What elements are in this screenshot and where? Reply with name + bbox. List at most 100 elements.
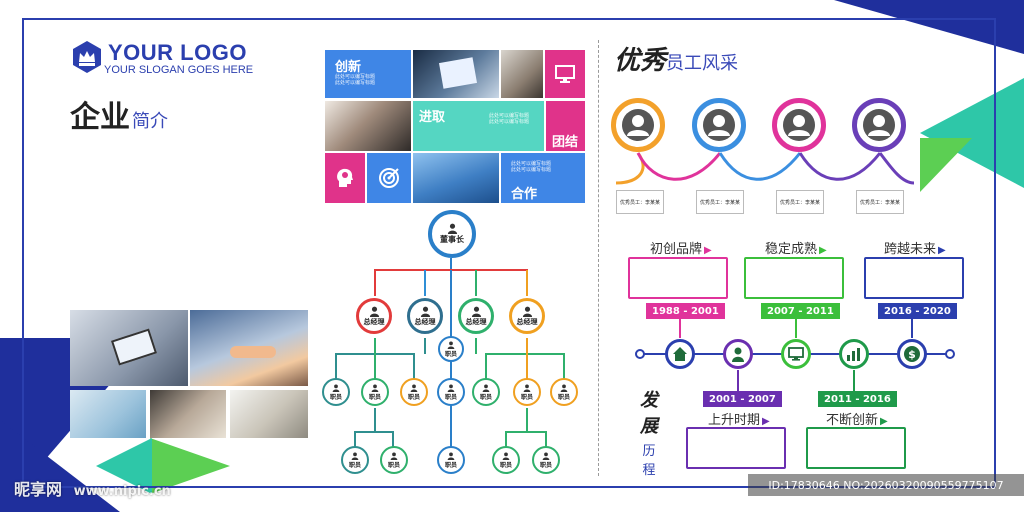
timeline-node (839, 339, 869, 369)
org-node-staff-label: 职员 (479, 393, 492, 401)
person-icon (542, 451, 550, 460)
watermark-brand-text: 昵享网 (14, 480, 63, 499)
timeline-label-text: 跨越未来 (884, 242, 937, 257)
person-icon (523, 383, 531, 392)
org-node-staff-label: 职员 (407, 393, 420, 401)
org-node-staff: 职员 (400, 378, 428, 406)
org-node-staff: 职员 (472, 378, 500, 406)
employees-wave (615, 152, 915, 185)
intro-title-big: 企业 (70, 100, 130, 135)
timeline-date-top: 2016 - 2020 (878, 303, 957, 319)
logo-name: YOUR LOGO (108, 40, 247, 65)
timeline-node (723, 339, 753, 369)
org-node-staff: 职员 (361, 378, 389, 406)
org-node-staff: 职员 (437, 378, 465, 406)
person-icon (371, 383, 379, 392)
employees-title-small: 员工风采 (666, 53, 739, 74)
timeline-label-text: 不断创新 (826, 413, 879, 428)
org-node-chairman-label: 董事长 (440, 235, 464, 244)
tile-unity-title: 团结 (552, 135, 579, 150)
tile-innovation-sub: 此处可以编写标题 此处可以编写标题 (335, 74, 376, 86)
tile-cooperation-sub: 此处可以编写标题 此处可以编写标题 (511, 161, 552, 173)
timeline-date-bottom: 2011 - 2016 (818, 391, 897, 407)
org-node-staff: 职员 (380, 446, 408, 474)
timeline-box (864, 257, 964, 299)
org-node-staff-label: 职员 (329, 393, 342, 401)
employee-card: 优秀员工：李某某 (696, 190, 744, 214)
employees-title-big: 优秀 (614, 46, 667, 76)
monitor-icon (788, 347, 804, 361)
person-icon (369, 306, 379, 317)
org-node-staff: 职员 (322, 378, 350, 406)
tile-bulb-icon-box (325, 153, 365, 203)
org-node-manager-label: 总经理 (516, 317, 538, 326)
home-icon (673, 347, 687, 361)
org-node-staff: 职员 (532, 446, 560, 474)
person-icon (502, 451, 510, 460)
person-icon (447, 223, 457, 234)
timeline-node (781, 339, 811, 369)
org-node-staff: 职员 (513, 378, 541, 406)
photo-documents (230, 390, 308, 438)
content-frame (22, 18, 996, 488)
photo-skyscraper (413, 153, 499, 203)
org-node-staff-label: 职员 (539, 461, 552, 469)
monitor-icon (555, 65, 575, 83)
tile-monitor-icon-box (545, 50, 585, 98)
person-icon (447, 383, 455, 392)
org-node-staff: 职员 (438, 336, 464, 362)
employee-photo-frame (852, 98, 906, 152)
org-node-staff-label: 职员 (444, 393, 457, 401)
org-node-staff-label: 职员 (520, 393, 533, 401)
timeline-label-top: 稳定成熟▶ (765, 238, 827, 257)
timeline-box (744, 257, 844, 299)
timeline-box (686, 427, 786, 469)
tile-target-icon-box (367, 153, 411, 203)
intro-title: 企业 简介 (70, 92, 168, 136)
tile-cooperation: 此处可以编写标题 此处可以编写标题 合作 (501, 153, 585, 203)
person-icon (420, 306, 430, 317)
triangle-icon: ▶ (938, 245, 946, 256)
person-icon (390, 451, 398, 460)
org-node-chairman: 董事长 (428, 210, 476, 258)
employee-card: 优秀员工：李某某 (856, 190, 904, 214)
history-title-char: 发 (640, 390, 658, 411)
org-node-staff: 职员 (492, 446, 520, 474)
employees-title: 优秀 员工风采 (614, 40, 738, 77)
dollar-coin-icon: $ (904, 346, 920, 362)
crown-icon (73, 41, 101, 73)
employee-card: 优秀员工：李某某 (616, 190, 664, 214)
org-node-staff: 职员 (550, 378, 578, 406)
person-icon (447, 451, 455, 460)
triangle-icon: ▶ (704, 245, 712, 256)
section-divider (598, 40, 599, 476)
person-icon (471, 306, 481, 317)
history-title-char: 历 (642, 444, 656, 459)
photo-team-office (501, 50, 543, 98)
person-icon (783, 109, 815, 141)
person-icon (863, 109, 895, 141)
person-icon (703, 109, 735, 141)
timeline-label-text: 稳定成熟 (765, 242, 818, 257)
employee-photo-frame (611, 98, 665, 152)
org-node-manager: 总经理 (356, 298, 392, 334)
timeline-date-top: 1988 - 2001 (646, 303, 725, 319)
person-icon (482, 383, 490, 392)
company-logo: YOUR LOGO YOUR SLOGAN GOES HERE (70, 40, 270, 80)
org-node-manager: 总经理 (407, 298, 443, 334)
timeline-date-bottom: 2001 - 2007 (703, 391, 782, 407)
org-node-manager-label: 总经理 (363, 317, 385, 326)
tile-cooperation-title: 合作 (511, 187, 538, 202)
org-node-staff-label: 职员 (387, 461, 400, 469)
triangle-icon: ▶ (880, 416, 888, 427)
photo-tablet-hands (70, 310, 188, 386)
bar-chart-icon (847, 348, 860, 361)
intro-title-small: 简介 (132, 111, 168, 132)
timeline-label-bottom: 上升时期▶ (708, 409, 770, 428)
watermark-brand: 昵享网 www.nipic.cn (14, 476, 171, 500)
timeline-box (806, 427, 906, 469)
tile-progress-sub: 此处可以编写标题 此处可以编写标题 (489, 113, 530, 125)
corner-shape-left-teal (96, 438, 152, 494)
org-node-manager-label: 总经理 (414, 317, 436, 326)
logo-slogan: YOUR SLOGAN GOES HERE (104, 64, 254, 76)
